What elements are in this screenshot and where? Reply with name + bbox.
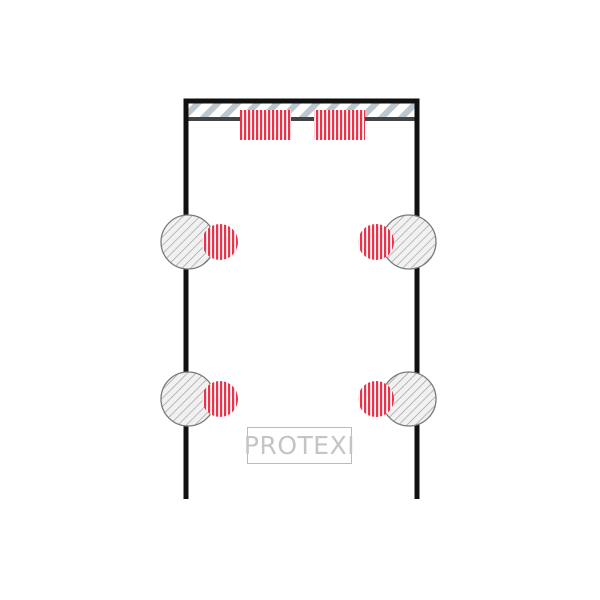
top-emitter-right [314, 110, 365, 140]
lower-right-red-emitter [358, 381, 394, 417]
top-rail-bar [188, 117, 415, 121]
top-emitter-left [240, 110, 291, 140]
upper-right-red-emitter [358, 224, 394, 260]
protexi-logo-text: PROTEXI [243, 431, 356, 460]
top-rail-hatched [188, 103, 415, 117]
protexi-logo: PROTEXI [243, 427, 356, 464]
lower-left-red-emitter [202, 381, 238, 417]
upper-left-red-emitter [202, 224, 238, 260]
door-frame-outline [183, 98, 420, 499]
